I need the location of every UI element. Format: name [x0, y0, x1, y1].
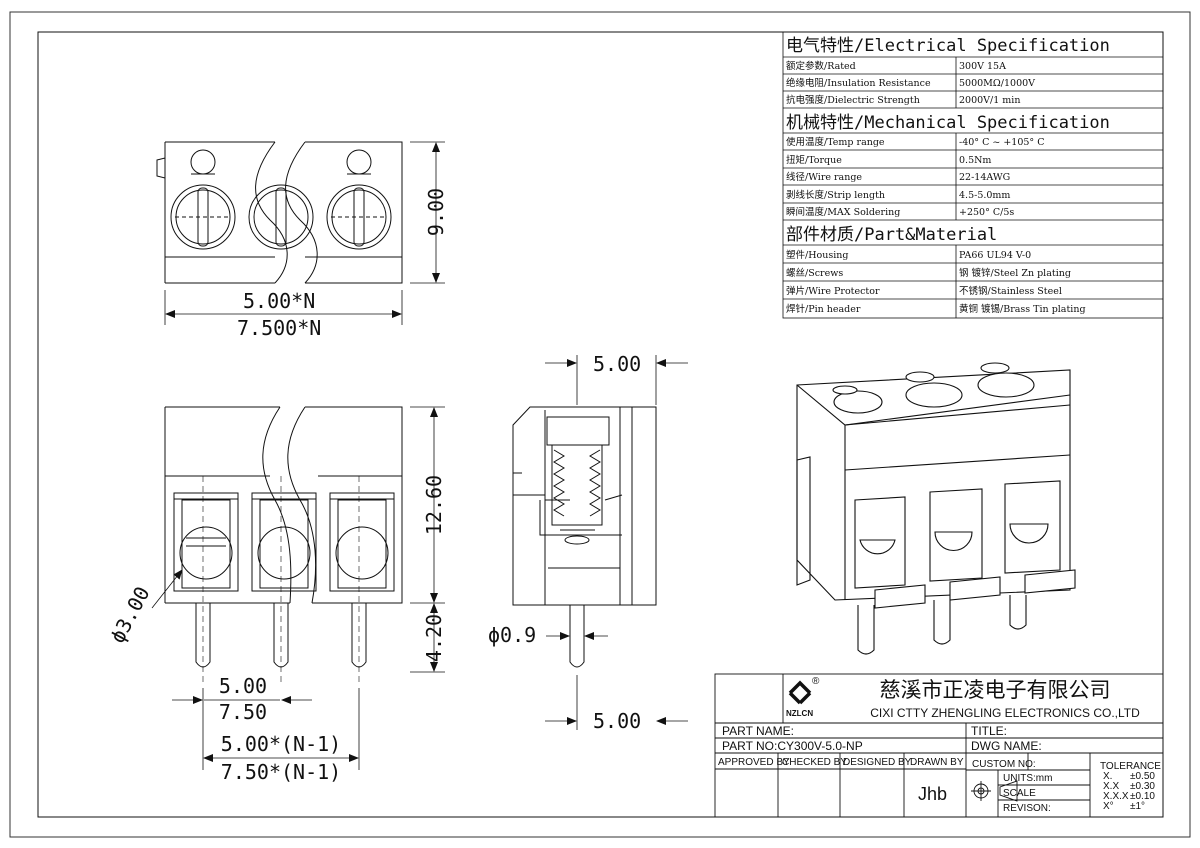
dim-front-span: 5.00*(N-1) [221, 732, 341, 756]
spec-value: 0.5Nm [959, 155, 991, 166]
spec-table [782, 31, 1164, 319]
tolerance-key: X.X [1103, 781, 1119, 792]
tolerance-label: TOLERANCE [1100, 761, 1161, 772]
dim-hole-diameter: ϕ3.00 [105, 582, 154, 646]
dim-front-span-b: 7.50*(N-1) [221, 760, 341, 784]
tolerance-key: X. [1103, 771, 1112, 782]
tolerance-value: ±0.50 [1130, 771, 1155, 782]
units-label: UNITS:mm [1003, 773, 1052, 784]
spec-label: 剥线长度/Strip length [786, 189, 885, 201]
spec-label: 额定参数/Rated [786, 60, 856, 72]
designed-by-label: DESIGNED BY [843, 757, 912, 768]
front-view [164, 406, 403, 685]
scale-label: SCALE [1003, 788, 1036, 799]
spec-value: +250° C/5s [959, 207, 1014, 218]
approved-by-label: APPROVED BY [718, 757, 790, 768]
isometric-view [796, 362, 1076, 655]
tolerance-key: X° [1103, 801, 1114, 812]
projection-symbol-icon [971, 780, 1018, 802]
top-dimensions [164, 141, 445, 325]
logo-text: NZLCN [786, 709, 813, 718]
dim-side-top: 5.00 [593, 352, 641, 376]
spec-value: PA66 UL94 V-0 [959, 250, 1031, 261]
inner-border [37, 31, 1164, 818]
dim-pin-diameter: ϕ0.9 [488, 623, 536, 647]
side-dimensions [545, 355, 688, 730]
front-dimensions [151, 406, 445, 770]
spec-value: 4.5-5.0mm [959, 190, 1010, 201]
top-view [156, 141, 403, 284]
spec-label: 线径/Wire range [786, 171, 862, 183]
spec-label: 焊针/Pin header [786, 303, 861, 315]
spec-label: 使用温度/Temp range [786, 136, 885, 148]
spec-label: 扭矩/Torque [786, 154, 842, 166]
spec-value: -40° C ~ +105° C [959, 137, 1044, 148]
spec-value: 22-14AWG [959, 172, 1010, 183]
company-name-en: CIXI CTTY ZHENGLING ELECTRONICS CO.,LTD [870, 706, 1140, 720]
dim-front-body-height: 12.60 [422, 475, 446, 535]
tolerance-value: ±0.10 [1130, 791, 1155, 802]
company-name-cn: 慈溪市正凌电子有限公司 [880, 678, 1111, 702]
drawn-by-signature: Jhb [918, 784, 947, 804]
outer-border [9, 11, 1191, 838]
custom-no-label: CUSTOM NO: [972, 759, 1036, 770]
dim-side-bottom: 5.00 [593, 709, 641, 733]
logo-registered-mark: ® [812, 676, 820, 687]
tolerance-value: ±1° [1130, 801, 1145, 812]
spec-label: 螺丝/Screws [786, 267, 843, 279]
checked-by-label: CHECKED BY [782, 757, 847, 768]
spec-value: 钢 镀锌/Steel Zn plating [959, 267, 1071, 279]
spec-value: 黄铜 镀锡/Brass Tin plating [959, 303, 1086, 315]
side-view [512, 406, 657, 668]
spec-label: 弹片/Wire Protector [786, 285, 880, 297]
tolerance-key: X.X.X [1103, 791, 1129, 802]
dim-front-pitch-b: 7.50 [219, 700, 267, 724]
part-number: PART NO:CY300V-5.0-NP [722, 739, 863, 753]
dim-front-pitch: 5.00 [219, 674, 267, 698]
title-label: TITLE: [971, 724, 1007, 738]
dim-top-pitch: 5.00*N [243, 289, 315, 313]
spec-value: 300V 15A [959, 61, 1006, 72]
revision-label: REVISON: [1003, 803, 1051, 814]
spec-value: 5000MΩ/1000V [959, 78, 1035, 89]
tolerance-value: ±0.30 [1130, 781, 1155, 792]
part-name-label: PART NAME: [722, 724, 794, 738]
spec-label: 抗电强度/Dielectric Strength [786, 94, 920, 106]
company-logo [788, 680, 812, 705]
spec-electrical-heading: 电气特性/Electrical Specification [786, 36, 1110, 56]
dim-top-height: 9.00 [424, 188, 448, 236]
spec-material-heading: 部件材质/Part&Material [786, 225, 997, 245]
spec-value: 不锈钢/Stainless Steel [959, 285, 1062, 297]
dim-front-pin-length: 4.20 [422, 614, 446, 662]
spec-label: 瞬间温度/MAX Soldering [786, 206, 900, 218]
drawn-by-label: DRAWN BY [910, 757, 964, 768]
spec-value: 2000V/1 min [959, 95, 1020, 106]
dwg-name-label: DWG NAME: [971, 739, 1042, 753]
spec-mechanical-heading: 机械特性/Mechanical Specification [786, 113, 1110, 133]
title-block [714, 673, 1164, 818]
dim-top-width: 7.500*N [237, 316, 321, 340]
spec-label: 塑件/Housing [786, 249, 848, 261]
spec-label: 绝缘电阻/Insulation Resistance [786, 77, 931, 89]
